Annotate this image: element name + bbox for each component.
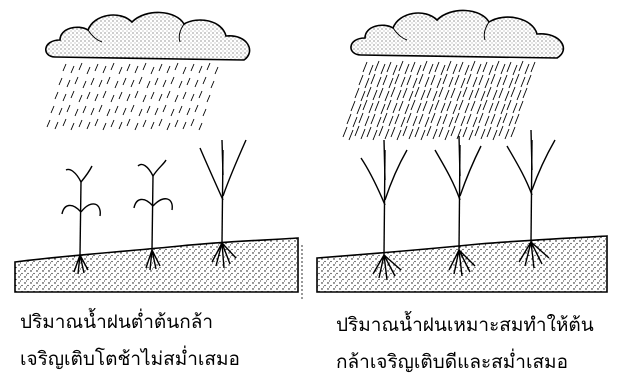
soil (15, 238, 302, 300)
rain-sparse (47, 63, 218, 130)
cloud-icon (351, 10, 563, 58)
soil (317, 236, 607, 292)
cloud-icon (46, 12, 250, 60)
rain-dense (343, 61, 535, 140)
caption-left-line1: ปริมาณน้ำฝนต่ำต้นกล้า (20, 308, 213, 336)
caption-right-line1: ปริมาณน้ำฝนเหมาะสมทำให้ต้น (336, 311, 594, 339)
caption-right-line2: กล้าเจริญเติบดีและสม่ำเสมอ (336, 348, 568, 376)
illustration-low-rainfall (0, 0, 308, 300)
caption-left-line2: เจริญเติบโตช้าไม่สม่ำเสมอ (20, 345, 240, 373)
illustration-suitable-rainfall (309, 0, 617, 300)
